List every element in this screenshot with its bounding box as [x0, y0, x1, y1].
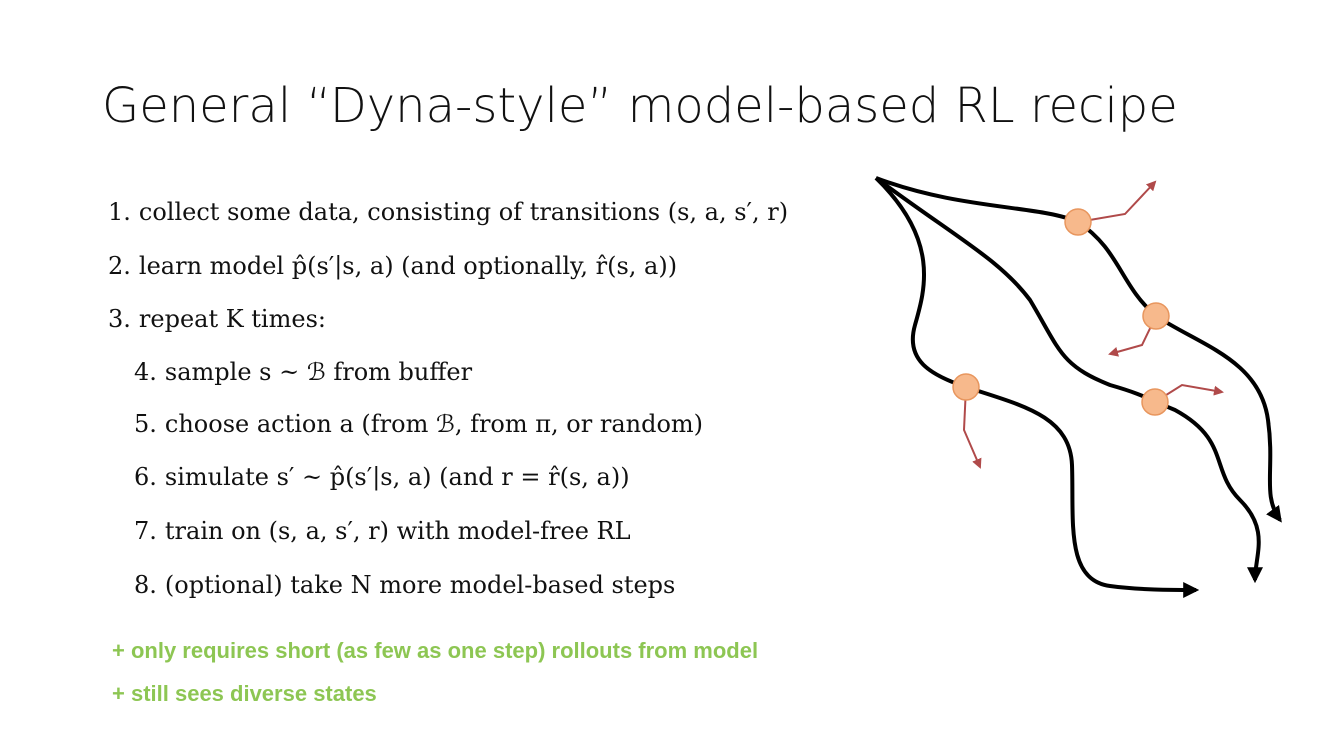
step-number: 3.: [108, 305, 131, 333]
step-8: 8.(optional) take N more model-based ste…: [134, 571, 675, 599]
step-text: collect some data, consisting of transit…: [138, 198, 789, 226]
recipe-steps: 1.collect some data, consisting of trans…: [108, 198, 788, 599]
step-number: 7.: [134, 517, 157, 545]
sampled-state: [1141, 388, 1169, 416]
step-5: 5.choose action a (from ℬ, from π, or ra…: [134, 410, 703, 438]
pro-diverse-states: + still sees diverse states: [112, 681, 377, 706]
step-text: sample s ~ ℬ from buffer: [164, 358, 473, 386]
rollout-arrow: [962, 386, 982, 469]
step-number: 5.: [134, 410, 157, 438]
step-2: 2.learn model p̂(s′|s, a) (and optionall…: [108, 252, 677, 280]
sampled-state: [1064, 208, 1092, 236]
step-7: 7.train on (s, a, s′, r) with model-free…: [134, 517, 631, 545]
step-number: 8.: [134, 571, 157, 599]
step-4: 4.sample s ~ ℬ from buffer: [134, 358, 472, 386]
step-number: 6.: [134, 463, 157, 491]
step-text: repeat K times:: [138, 305, 326, 333]
pro-short-rollouts: + only requires short (as few as one ste…: [112, 638, 759, 663]
step-text: choose action a (from ℬ, from π, or rand…: [164, 410, 704, 438]
step-number: 4.: [134, 358, 157, 386]
step-3: 3.repeat K times:: [108, 305, 326, 333]
rollout-arrow: [1077, 180, 1157, 223]
trajectory-3: [874, 176, 1200, 598]
step-text: train on (s, a, s′, r) with model-free R…: [164, 517, 631, 545]
step-number: 1.: [108, 198, 131, 226]
step-text: learn model p̂(s′|s, a) (and optionally,…: [138, 252, 678, 280]
sampled-state: [952, 373, 980, 401]
trajectory-diagram: [874, 176, 1282, 598]
step-text: (optional) take N more model-based steps: [164, 571, 676, 599]
step-text: simulate s′ ~ p̂(s′|s, a) (and r = r̂(s,…: [164, 463, 630, 491]
step-1: 1.collect some data, consisting of trans…: [108, 198, 788, 226]
slide-title: General “Dyna-style” model-based RL reci…: [102, 78, 1178, 134]
sampled-state: [1142, 302, 1170, 330]
trajectory-2: [874, 176, 1264, 584]
step-number: 2.: [108, 252, 131, 280]
step-6: 6.simulate s′ ~ p̂(s′|s, a) (and r = r̂(…: [134, 463, 630, 491]
